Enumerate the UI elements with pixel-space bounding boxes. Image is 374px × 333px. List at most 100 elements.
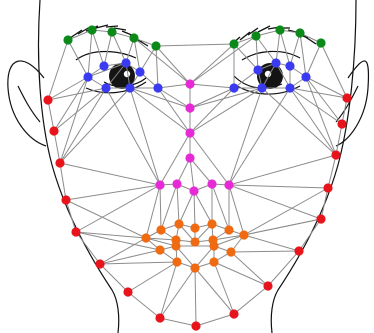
mouth-landmark-10: [190, 263, 199, 272]
eye-landmark-8: [229, 83, 238, 92]
eye-landmark-13: [285, 83, 294, 92]
mesh-edge-j1-j2: [48, 100, 54, 131]
mesh-edge-j2-e1: [54, 77, 88, 131]
mesh-edge-n3-e7: [158, 88, 190, 133]
mesh-edge-n7-m3: [179, 191, 194, 224]
ear-left-inner: [18, 86, 40, 122]
mesh-edge-n3-e14: [190, 88, 262, 133]
eye-landmark-11: [285, 61, 294, 70]
jaw-landmark-6: [95, 259, 104, 268]
mouth-landmark-8: [155, 245, 164, 254]
mesh-edge-j12-j13: [299, 219, 321, 251]
mesh-edge-e6-j3: [60, 88, 106, 163]
brow-landmark-3: [107, 27, 116, 36]
mesh-edge-n1-e8: [190, 84, 234, 88]
mesh-edge-n5-n3: [160, 133, 190, 185]
brow-landmark-1: [63, 35, 72, 44]
mesh-edge-e14-n2: [190, 88, 262, 108]
mesh-edge-b4-e4: [134, 38, 140, 72]
eye-landmark-1: [83, 72, 92, 81]
mesh-edge-b7-n1: [190, 36, 256, 84]
mesh-edge-m10-j8: [160, 268, 195, 318]
mesh-edge-n9-n3: [190, 133, 229, 185]
brow-landmark-9: [295, 28, 304, 37]
nose-landmark-2: [185, 103, 194, 112]
mesh-edge-n2-e7: [158, 88, 190, 108]
jaw-landmark-17: [342, 93, 351, 102]
mesh-edge-b3-e2: [104, 32, 112, 66]
mesh-edge-n5-m2: [160, 185, 161, 230]
mesh-edge-j2-j3: [54, 131, 60, 163]
mesh-edge-b5-n1: [156, 46, 190, 84]
mesh-edge-b10-e12: [306, 43, 321, 77]
jaw-landmark-10: [229, 309, 238, 318]
mesh-edge-b7-e10: [256, 36, 276, 63]
mesh-edge-m7-j12: [244, 235, 299, 251]
mesh-edge-e14-j15: [262, 88, 336, 155]
jaw-landmark-14: [323, 183, 332, 192]
mesh-edge-j10-j11: [234, 286, 268, 314]
mesh-edge-j3-e1: [60, 77, 88, 163]
mesh-edge-e13-j15: [290, 88, 336, 155]
mesh-edge-j15-e12: [306, 77, 336, 155]
brow-landmark-10: [316, 38, 325, 47]
jaw-landmark-8: [155, 313, 164, 322]
nose-landmark-3: [185, 128, 194, 137]
ear-right-inner: [336, 86, 358, 122]
mesh-edge-b1-j1: [48, 40, 68, 100]
eye-landmark-6: [101, 83, 110, 92]
nose-landmark-7: [189, 186, 198, 195]
triangulation-mesh: [48, 30, 347, 326]
nose-landmark-8: [207, 179, 216, 188]
mesh-edge-m10-j9: [195, 268, 196, 326]
nose-landmark-5: [155, 180, 164, 189]
mesh-edge-b10-j17: [321, 43, 347, 98]
brow-landmark-2: [87, 25, 96, 34]
mesh-edge-b8-e10: [276, 30, 280, 63]
jaw-landmark-4: [61, 195, 70, 204]
mesh-edge-n5-e5: [130, 88, 160, 185]
eye-landmark-4: [135, 67, 144, 76]
jaw-landmark-7: [123, 287, 132, 296]
mesh-edge-n4-n7: [190, 158, 194, 191]
eye-landmark-7: [153, 83, 162, 92]
jaw-landmark-13: [316, 214, 325, 223]
head-outline-right: [271, 0, 356, 333]
brow-landmark-6: [229, 39, 238, 48]
mesh-edge-m8-j6: [100, 250, 160, 264]
mesh-edge-m12-j12: [231, 251, 299, 252]
ear-right: [336, 61, 368, 146]
mouth-landmark-16: [171, 241, 180, 250]
mesh-edge-n1-e7: [158, 84, 190, 88]
mesh-edge-n7-m4: [194, 191, 195, 228]
mouth-landmark-11: [209, 257, 218, 266]
eye-landmark-5: [125, 83, 134, 92]
mesh-edge-b3-e3: [112, 32, 126, 63]
mouth-landmark-14: [190, 237, 199, 246]
brow-landmark-8: [275, 25, 284, 34]
nose-landmark-9: [224, 180, 233, 189]
mouth-landmark-1: [141, 233, 150, 242]
mesh-edge-e6-j2: [54, 88, 106, 131]
mesh-edge-m9-j6: [100, 262, 177, 264]
mesh-edge-j16-e12: [306, 77, 342, 124]
mouth-landmark-3: [174, 219, 183, 228]
mouth-landmark-6: [224, 225, 233, 234]
mesh-edge-b6-n1: [190, 44, 234, 84]
mouth-landmark-5: [207, 219, 216, 228]
mesh-edge-b8-e11: [280, 30, 290, 66]
mesh-edge-e13-j16: [290, 88, 342, 124]
mesh-edge-n4-n8: [190, 158, 212, 184]
nose-landmark-4: [185, 153, 194, 162]
mesh-edge-j7-j8: [128, 292, 160, 318]
jaw-landmark-16: [337, 119, 346, 128]
mouth-landmark-4: [190, 223, 199, 232]
nose-landmark-6: [172, 179, 181, 188]
mesh-edge-b2-e2: [92, 30, 104, 66]
jaw-landmark-1: [43, 95, 52, 104]
jaw-landmark-11: [263, 281, 272, 290]
jaw-landmark-12: [294, 246, 303, 255]
mesh-edge-e5-j3: [60, 88, 130, 163]
